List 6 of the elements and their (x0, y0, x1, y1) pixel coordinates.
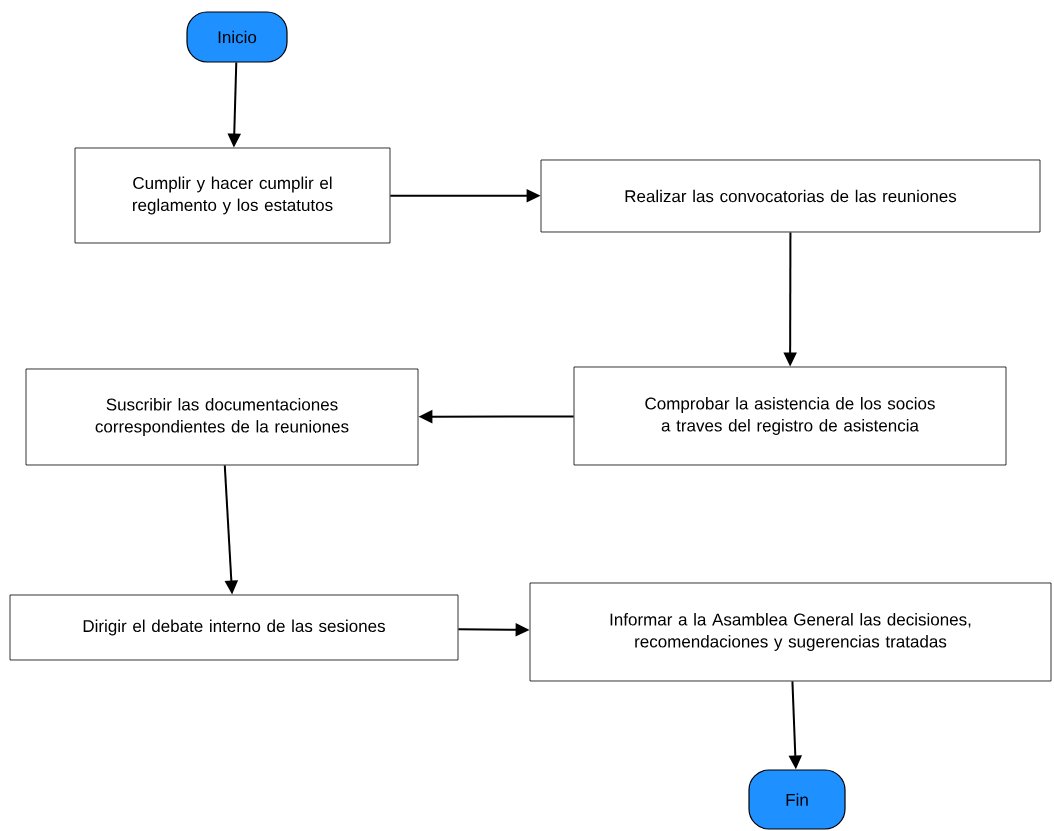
process-box: Suscribir las documentaciones correspondientes de la reuniones (25, 368, 419, 466)
process-box: Dirigir el debate interno de las sesiones (9, 594, 459, 661)
process-box: Informar a la Asamblea General las decisiones, recomendaciones y sugerencias tratadas (529, 582, 1052, 682)
process-box: Comprobar la asistencia de los socios a traves del registro de asistencia (573, 366, 1007, 466)
process-box: Cumplir y hacer cumplir el reglamento y los estatutos (74, 147, 391, 244)
process-box: Realizar las convocatorias de las reuniones (540, 159, 1041, 233)
